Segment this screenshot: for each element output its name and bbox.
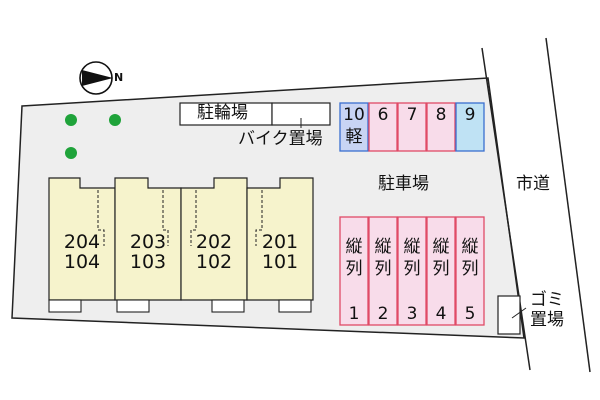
tandem-parking-space xyxy=(368,216,398,326)
tandem-space-number: 1 xyxy=(348,304,360,324)
tandem-label-line2: 列 xyxy=(403,259,421,279)
compass-north-label: N xyxy=(114,71,124,84)
balcony xyxy=(116,299,150,313)
tandem-space-number: 3 xyxy=(406,304,418,324)
tandem-parking-space xyxy=(339,216,369,326)
building xyxy=(48,177,314,313)
garbage-place-label-2: 置場 xyxy=(530,310,564,330)
tandem-label-line2: 列 xyxy=(432,259,450,279)
tandem-space-number: 4 xyxy=(435,304,447,324)
balcony xyxy=(211,299,245,313)
tree-icon xyxy=(65,147,77,159)
unit-lower-number: 102 xyxy=(195,251,233,273)
garbage-leader xyxy=(511,307,527,319)
parking-space-number: 9 xyxy=(464,105,476,125)
unit-lower-number: 104 xyxy=(63,251,101,273)
garbage-place-label-1: ゴミ xyxy=(530,290,564,310)
unit-lower-number: 101 xyxy=(261,251,299,273)
tandem-parking-space xyxy=(426,216,456,326)
parking-space xyxy=(426,102,456,152)
unit-upper-number: 203 xyxy=(129,231,167,253)
top-parking-spaces xyxy=(339,102,485,152)
tandem-space-number: 5 xyxy=(464,304,476,324)
tree-icon xyxy=(65,114,77,126)
balcony xyxy=(278,299,312,313)
unit-201-101 xyxy=(246,177,314,301)
parking-space xyxy=(455,102,485,152)
balcony xyxy=(48,299,82,313)
parking-space xyxy=(397,102,427,152)
tandem-label-line2: 列 xyxy=(374,259,392,279)
tandem-label-line1: 縦 xyxy=(403,237,421,257)
parking-space xyxy=(368,102,398,152)
unit-lower-number: 103 xyxy=(129,251,167,273)
unit-202-102 xyxy=(180,177,248,301)
tandem-label-line1: 縦 xyxy=(461,237,479,257)
tandem-label-line1: 縦 xyxy=(345,237,363,257)
bike-parking-label: バイク置場 xyxy=(238,129,323,149)
tandem-label-line1: 縦 xyxy=(374,237,392,257)
tandem-label-line1: 縦 xyxy=(432,237,450,257)
garbage-place-box xyxy=(497,295,521,335)
tandem-parking-space xyxy=(397,216,427,326)
tandem-space-number: 2 xyxy=(377,304,389,324)
tandem-parking-space xyxy=(455,216,485,326)
parking-space xyxy=(339,102,369,152)
tree-icon xyxy=(109,114,121,126)
parking-space-number: 7 xyxy=(406,105,418,125)
bicycle-parking-label: 駐輪場 xyxy=(197,103,248,123)
road-edge-right xyxy=(545,37,591,373)
parking-space-sub-label: 軽 xyxy=(345,127,363,147)
parking-space-number: 10 xyxy=(343,105,365,125)
road-edge-left xyxy=(481,47,531,371)
tandem-label-line2: 列 xyxy=(461,259,479,279)
parking-lot-label: 駐車場 xyxy=(378,174,429,194)
unit-upper-number: 201 xyxy=(261,231,299,253)
city-road-label: 市道 xyxy=(516,174,550,194)
unit-upper-number: 202 xyxy=(195,231,233,253)
unit-upper-number: 204 xyxy=(63,231,101,253)
parking-space-number: 8 xyxy=(435,105,447,125)
tandem-parking-spaces xyxy=(339,216,485,326)
tandem-label-line2: 列 xyxy=(345,259,363,279)
north-arrow-icon xyxy=(79,61,113,95)
parking-space-number: 6 xyxy=(377,105,389,125)
